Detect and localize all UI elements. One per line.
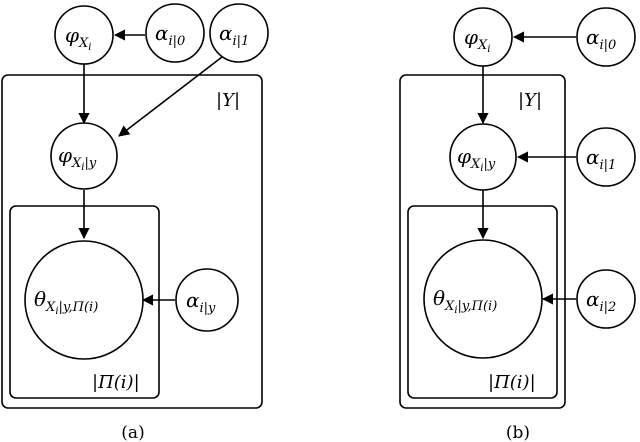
node-phi-xy-b: φXi|y (449, 123, 517, 191)
caption-a: (a) (121, 423, 144, 442)
node-phi-x-a-label: φXi (65, 23, 91, 53)
node-alpha-0-a: αi|0 (145, 3, 205, 63)
node-alpha-0-b: αi|0 (576, 7, 636, 67)
node-theta-a: θXi|y,Π(i) (24, 240, 144, 360)
plate-y-a (1, 74, 263, 409)
node-alpha-1-b-label: αi|1 (586, 145, 616, 173)
node-phi-x-a: φXi (54, 5, 114, 65)
node-theta-b: θXi|y,Π(i) (423, 239, 543, 359)
node-theta-b-label: θXi|y,Π(i) (433, 286, 497, 316)
node-alpha-y-a-label: αi|y (186, 288, 216, 316)
edge-alpha1-phixy-a (118, 56, 223, 137)
node-alpha-2-b-label: αi|2 (586, 287, 616, 315)
node-theta-a-label: θXi|y,Π(i) (34, 287, 98, 317)
node-phi-x-b-label: φXi (464, 25, 490, 55)
plate-pi-label-b: |Π(i)| (488, 372, 536, 393)
plate-y-label-a: |Y| (216, 90, 240, 111)
node-alpha-0-b-label: αi|0 (586, 25, 616, 53)
panel-a: |Y| |Π(i)| φXi αi|0 αi|1 φXi|y θXi|y,Π(i… (1, 3, 269, 442)
plate-y-label-b: |Y| (518, 90, 542, 111)
panel-b: |Y| |Π(i)| φXi αi|0 φXi|y αi|1 θXi|y,Π(i… (399, 7, 636, 442)
caption-b: (b) (506, 423, 530, 442)
node-phi-x-b: φXi (453, 7, 513, 67)
node-alpha-y-a: αi|y (175, 268, 239, 332)
node-phi-xy-a-label: φXi|y (58, 143, 97, 173)
plate-pi-label-a: |Π(i)| (92, 372, 140, 393)
node-alpha-1-a: αi|1 (209, 3, 269, 63)
node-alpha-1-a-label: αi|1 (219, 21, 249, 49)
node-phi-xy-a: φXi|y (50, 122, 118, 190)
node-phi-xy-b-label: φXi|y (457, 144, 496, 174)
node-alpha-1-b: αi|1 (576, 127, 636, 187)
node-alpha-2-b: αi|2 (576, 269, 636, 329)
node-alpha-0-a-label: αi|0 (155, 21, 185, 49)
